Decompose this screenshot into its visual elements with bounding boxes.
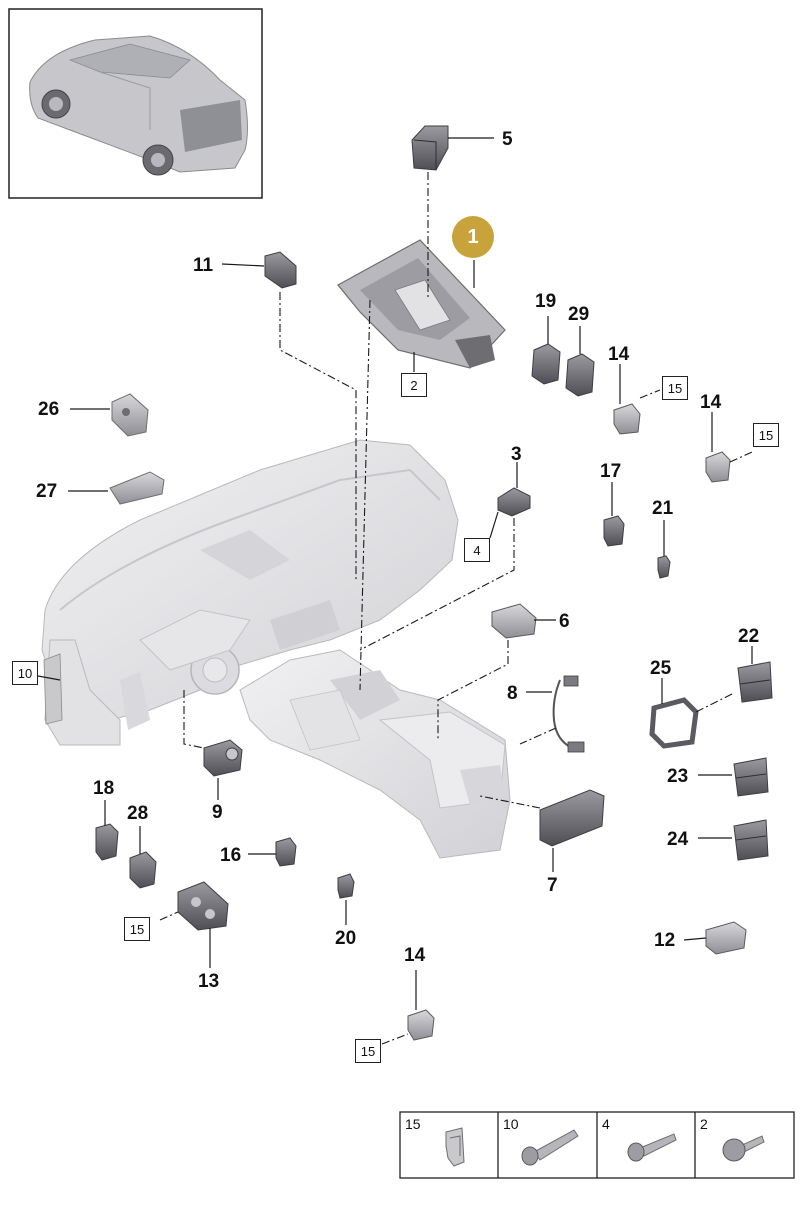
legend-number-15: 15 [405, 1116, 421, 1132]
box-callout-10[interactable]: 10 [12, 661, 38, 685]
callout-27[interactable]: 27 [36, 481, 58, 502]
part-8-wiring [552, 675, 585, 753]
part-24-switch-block [733, 819, 769, 861]
part-21-sensor [657, 555, 671, 579]
part-9-switch [203, 739, 243, 777]
part-22-switch-block [737, 661, 773, 703]
callout-8[interactable]: 8 [507, 683, 518, 704]
part-27-sensor [109, 471, 165, 505]
box-callout-15a[interactable]: 15 [662, 376, 688, 400]
legend-number-4: 4 [602, 1116, 610, 1132]
callout-23[interactable]: 23 [667, 766, 689, 787]
callout-25[interactable]: 25 [650, 658, 672, 679]
leader-lines [37, 137, 753, 1010]
part-23-switch-block [733, 757, 769, 797]
callout-12[interactable]: 12 [654, 930, 676, 951]
part-29-switch [565, 353, 595, 397]
callout-29[interactable]: 29 [568, 304, 590, 325]
callout-14a[interactable]: 14 [608, 344, 630, 365]
callout-5[interactable]: 5 [502, 129, 513, 150]
part-3-switch [497, 487, 531, 517]
callout-16[interactable]: 16 [220, 845, 242, 866]
dash-dot-lines [159, 172, 753, 1045]
part-14-socket-c [407, 1009, 435, 1041]
callout-24[interactable]: 24 [667, 829, 689, 850]
box-callout-15d[interactable]: 15 [355, 1039, 381, 1063]
callout-26[interactable]: 26 [38, 399, 60, 420]
callout-7[interactable]: 7 [547, 875, 558, 896]
legend-number-10: 10 [503, 1116, 519, 1132]
callout-6[interactable]: 6 [559, 611, 570, 632]
part-12-module [705, 921, 747, 955]
part-25-frame [649, 697, 699, 749]
callout-3[interactable]: 3 [511, 444, 522, 465]
callout-14b[interactable]: 14 [700, 392, 722, 413]
callout-1-badge[interactable]: 1 [452, 216, 494, 258]
callout-13[interactable]: 13 [198, 971, 220, 992]
part-18-switch [95, 823, 119, 861]
box-callout-15c[interactable]: 15 [124, 917, 150, 941]
callout-20[interactable]: 20 [335, 928, 357, 949]
box-callout-2[interactable]: 2 [401, 373, 427, 397]
part-17-switch [603, 515, 625, 547]
part-10-bracket [43, 653, 63, 725]
legend-number-2: 2 [700, 1116, 708, 1132]
callout-17[interactable]: 17 [600, 461, 622, 482]
box-callout-4[interactable]: 4 [464, 538, 490, 562]
callout-18[interactable]: 18 [93, 778, 115, 799]
callout-22[interactable]: 22 [738, 626, 760, 647]
callout-9[interactable]: 9 [212, 802, 223, 823]
dashboard-assembly [41, 439, 511, 859]
fastener-legend [399, 1111, 795, 1179]
callout-11[interactable]: 11 [193, 255, 214, 276]
part-1-console-trim [337, 239, 506, 369]
part-5-switch [411, 125, 449, 171]
part-7-control-unit [539, 789, 605, 847]
part-16-switch [275, 837, 297, 867]
screw-icon-10 [521, 1129, 579, 1166]
part-20-switch [337, 873, 355, 899]
callout-21[interactable]: 21 [652, 498, 674, 519]
screw-icon-4 [627, 1133, 677, 1162]
part-26-bracket [111, 393, 149, 437]
part-6-module [491, 603, 537, 639]
part-11-switch [264, 251, 297, 289]
part-14-socket-b [705, 451, 731, 483]
part-13-switch-panel [177, 881, 229, 931]
part-19-switch [531, 343, 561, 385]
part-28-switch [129, 851, 157, 889]
screw-icon-2 [722, 1135, 765, 1162]
callout-14c[interactable]: 14 [404, 945, 426, 966]
callout-28[interactable]: 28 [127, 803, 149, 824]
callout-19[interactable]: 19 [535, 291, 557, 312]
box-callout-15b[interactable]: 15 [753, 423, 779, 447]
clip-icon [445, 1127, 465, 1167]
part-14-socket-a [613, 403, 641, 435]
vehicle-thumbnail [8, 8, 263, 199]
